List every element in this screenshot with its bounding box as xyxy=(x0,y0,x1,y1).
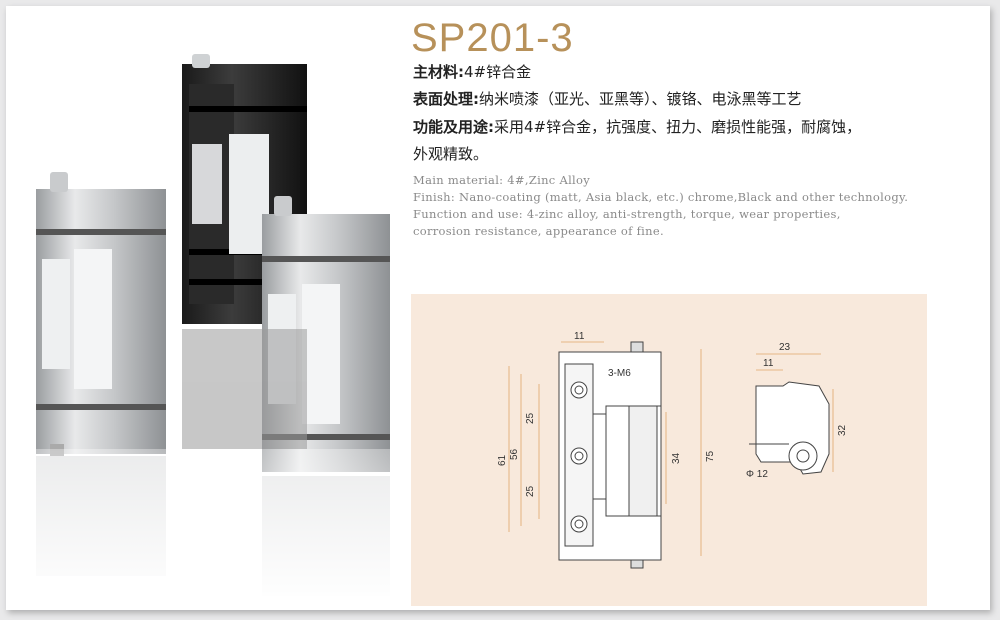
hole-label: 3-M6 xyxy=(608,368,631,379)
spec-en-line: Function and use: 4-zinc alloy, anti-str… xyxy=(413,207,841,221)
spec-en-line: corrosion resistance, appearance of fine… xyxy=(413,224,664,238)
spec-material-value: 4#锌合金 xyxy=(464,63,532,81)
dim-11-side: 11 xyxy=(763,358,774,369)
dim-25-b: 25 xyxy=(525,485,536,497)
spec-finish: 表面处理:纳米喷漆（亚光、亚黑等）、镀铬、电泳黑等工艺 xyxy=(413,88,973,109)
spec-function-value: 采用4#锌合金，抗强度、扭力、磨损性能强，耐腐蚀， xyxy=(494,118,862,136)
spec-en-line: Main material: 4#,Zinc Alloy xyxy=(413,173,591,187)
spec-material-label: 主材料: xyxy=(413,63,464,81)
spec-en-line: Finish: Nano-coating (matt, Asia black, … xyxy=(413,190,909,204)
dim-32: 32 xyxy=(837,424,848,436)
dim-25-a: 25 xyxy=(525,412,536,424)
product-title: SP201-3 xyxy=(411,16,574,60)
technical-drawing: 11 3-M6 25 25 61 56 34 75 23 11 32 Φ 12 xyxy=(411,294,927,606)
front-view xyxy=(558,341,662,569)
silver-hinge-left xyxy=(36,172,166,456)
black-hinge xyxy=(182,54,307,324)
dim-34: 34 xyxy=(671,452,682,464)
dim-phi12: Φ 12 xyxy=(746,469,768,480)
spec-finish-label: 表面处理: xyxy=(413,90,479,108)
dim-61: 61 xyxy=(497,454,508,466)
dim-11-top: 11 xyxy=(574,331,585,342)
dim-56: 56 xyxy=(509,448,520,460)
dim-23: 23 xyxy=(779,342,791,353)
drawing-svg: 11 3-M6 25 25 61 56 34 75 23 11 32 Φ 12 xyxy=(497,331,848,569)
spec-finish-value: 纳米喷漆（亚光、亚黑等）、镀铬、电泳黑等工艺 xyxy=(479,90,802,108)
spec-function-label: 功能及用途: xyxy=(413,118,494,136)
spec-function: 功能及用途:采用4#锌合金，抗强度、扭力、磨损性能强，耐腐蚀， xyxy=(413,116,973,137)
side-view xyxy=(749,381,830,475)
hinge-product-photo xyxy=(24,54,404,604)
dim-75: 75 xyxy=(705,450,716,462)
spec-material: 主材料:4#锌合金 xyxy=(413,61,973,82)
spec-function-cont: 外观精致。 xyxy=(413,145,489,163)
product-sheet: SP201-3 主材料:4#锌合金 表面处理:纳米喷漆（亚光、亚黑等）、镀铬、电… xyxy=(6,6,990,610)
dimension-lines xyxy=(508,341,834,556)
